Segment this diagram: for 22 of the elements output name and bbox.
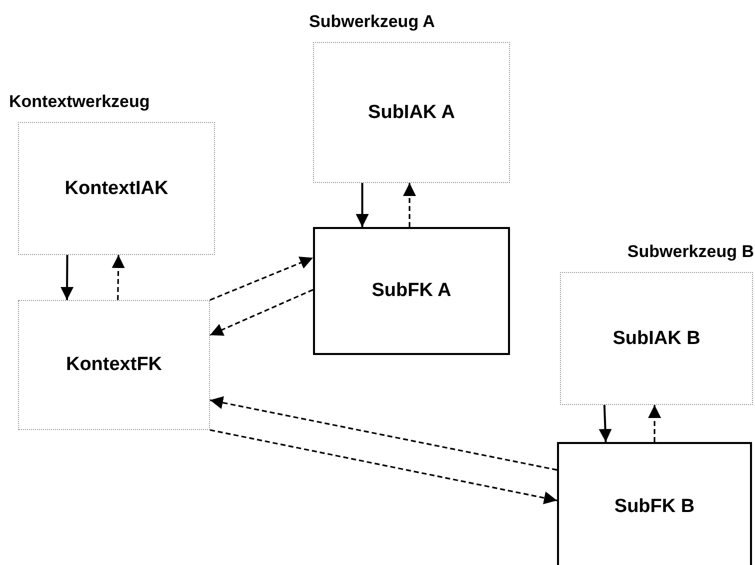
box-label: SubIAK B [612,328,700,350]
box-label: KontextIAK [64,178,168,200]
dashed-arrow [648,405,662,442]
arrow [356,183,369,227]
arrow [60,255,74,300]
dotted-box [18,300,210,430]
box-label: SubFK A [372,280,452,302]
dashed-arrow [210,256,314,301]
arrow [598,404,612,442]
dashed-arrow [210,396,558,471]
group-heading: Subwerkzeug A [309,12,435,32]
box-label: SubIAK A [368,102,455,124]
component-box [557,442,752,565]
dashed-arrow [210,288,314,336]
group-heading: Subwerkzeug B [627,242,754,262]
dashed-arrow [403,183,416,227]
dashed-arrow [210,429,558,504]
group-heading: Kontextwerkzeug [9,92,150,112]
component-box [313,227,510,355]
dashed-arrow [112,254,125,300]
box-label: KontextFK [66,354,162,376]
box-label: SubFK B [614,496,695,518]
